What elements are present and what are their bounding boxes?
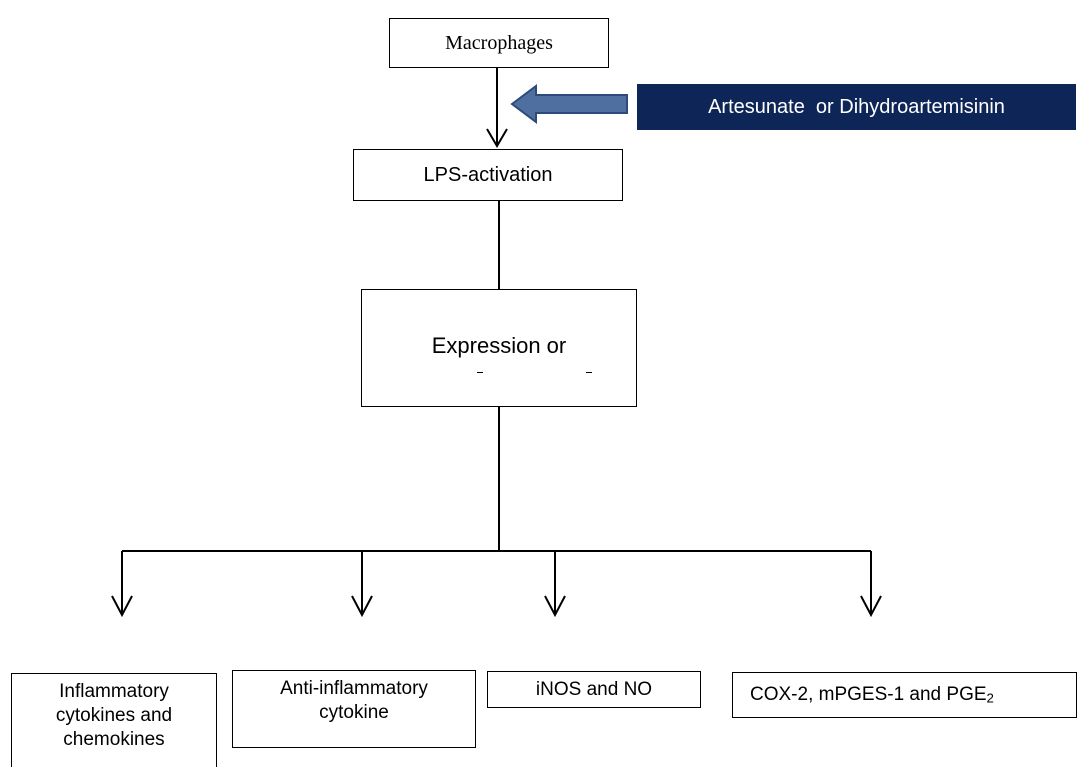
cox2-mpges1-pge2-node: COX-2, mPGES-1 and PGE2 (732, 672, 1077, 718)
inhibition-arrow (510, 84, 628, 124)
lps-activation-label: LPS-activation (423, 163, 553, 186)
cox-text: COX-2, mPGES-1 and PGE (750, 683, 987, 705)
inos-no-label: iNOS and NO (535, 678, 653, 700)
expression-tick-mark (586, 372, 592, 373)
inflammatory-cytokines-label: Inflammatory cytokines and chemokines (55, 681, 173, 750)
branch-arrowhead-1 (111, 595, 133, 618)
expression-tick-mark (477, 372, 483, 373)
drug-node: Artesunate or Dihydroartemisinin (637, 84, 1076, 130)
pge-subscript: 2 (986, 690, 994, 706)
branch-arrowhead-4 (860, 595, 882, 618)
anti-inflammatory-cytokine-node: Anti-inflammatory cytokine (232, 670, 476, 748)
arrowhead-macrophages-to-lps (486, 128, 508, 148)
inflammatory-cytokines-node: Inflammatory cytokines and chemokines (11, 673, 217, 767)
inos-no-node: iNOS and NO (487, 671, 701, 708)
branch-arrowhead-3 (544, 595, 566, 618)
expression-node: Expression or (361, 289, 637, 407)
macrophages-label: Macrophages (445, 31, 553, 54)
anti-inflammatory-cytokine-label: Anti-inflammatory cytokine (280, 678, 428, 723)
expression-label: Expression or (431, 333, 567, 358)
cox2-mpges1-pge2-label: COX-2, mPGES-1 and PGE2 (750, 683, 994, 707)
drug-label: Artesunate or Dihydroartemisinin (708, 95, 1005, 118)
macrophages-node: Macrophages (389, 18, 609, 68)
branch-arrowhead-2 (351, 595, 373, 618)
lps-activation-node: LPS-activation (353, 149, 623, 201)
